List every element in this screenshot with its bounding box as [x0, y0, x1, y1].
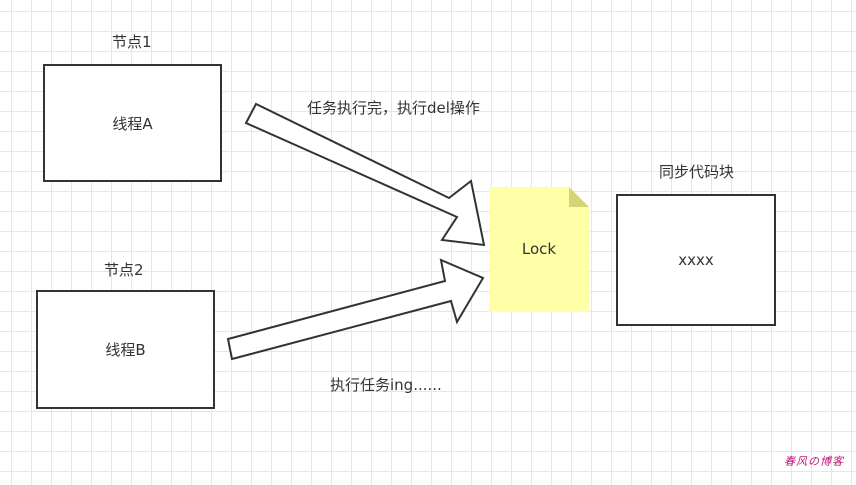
arrow-thread-b-to-lock — [226, 258, 485, 361]
node2-label: 节点2 — [104, 261, 144, 279]
sync-block-label: 同步代码块 — [659, 163, 735, 181]
arrow-thread-a-to-lock — [244, 102, 486, 247]
watermark-text: 春风の博客 — [784, 455, 844, 468]
sync-block-box: xxxx — [616, 194, 776, 326]
arrow-bottom-label: 执行任务ing...... — [330, 376, 442, 394]
lock-note — [489, 187, 589, 312]
thread-a-box: 线程A — [43, 64, 222, 182]
thread-b-box: 线程B — [36, 290, 215, 409]
thread-a-label: 线程A — [112, 114, 153, 133]
lock-note-fold — [569, 187, 589, 207]
thread-b-label: 线程B — [105, 341, 146, 359]
watermark-logo: 春风の博客 — [776, 444, 852, 478]
arrow-top-label: 任务执行完，执行del操作 — [307, 99, 480, 117]
sync-block-content: xxxx — [678, 251, 714, 269]
lock-label: Lock — [521, 240, 557, 258]
node1-label: 节点1 — [112, 33, 152, 51]
